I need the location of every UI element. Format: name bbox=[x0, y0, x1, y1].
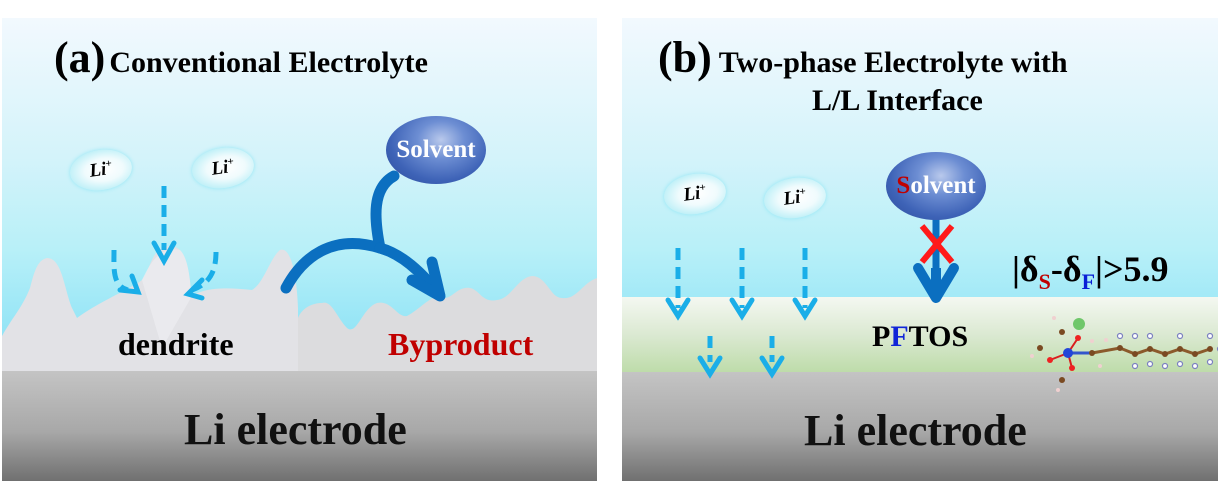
panel-b-title-line1: Two-phase Electrolyte with bbox=[718, 46, 1068, 79]
pftos-f: F bbox=[890, 320, 909, 353]
solvent-initial: S bbox=[896, 172, 911, 199]
panel-a-graphics bbox=[2, 170, 597, 371]
li-arrowheads bbox=[117, 240, 205, 301]
pftos-label: PFTOS bbox=[872, 320, 968, 354]
li-charge: + bbox=[798, 185, 807, 199]
panel-a-title-text: Conventional Electrolyte bbox=[109, 46, 428, 79]
electrode-label: Li electrode bbox=[804, 406, 1027, 455]
pftos-p: P bbox=[872, 320, 891, 353]
byproduct-shape bbox=[298, 276, 597, 371]
formula-sub-s: S bbox=[1038, 269, 1051, 295]
formula-open: |δ bbox=[1012, 249, 1039, 289]
pftos-molecule-icon bbox=[1030, 316, 1218, 392]
solubility-parameter-formula: |δS-δF|>5.9 bbox=[1012, 248, 1168, 295]
li-charge: + bbox=[698, 181, 707, 195]
arrowhead-right bbox=[183, 277, 205, 301]
arrowhead bbox=[792, 297, 818, 321]
dendrite-label: dendrite bbox=[118, 326, 234, 362]
dendrite-highlight bbox=[142, 249, 192, 348]
li-electrode bbox=[622, 372, 1218, 481]
panel-a-label: (a) bbox=[54, 33, 106, 82]
formula-close: |>5.9 bbox=[1095, 249, 1169, 289]
formula-sub-f: F bbox=[1081, 269, 1096, 295]
panel-b-graphics bbox=[665, 214, 1218, 392]
panel-b-title: (b) Two-phase Electrolyte with bbox=[658, 32, 1068, 83]
li-ion-paths bbox=[675, 248, 808, 362]
li-path-left bbox=[111, 249, 129, 293]
dendrite-shape bbox=[2, 246, 298, 371]
li-electrode bbox=[2, 371, 597, 481]
solvent-label: Solvent bbox=[396, 136, 476, 163]
panel-b-title-line2: L/L Interface bbox=[812, 84, 983, 117]
blocked-cross-icon bbox=[919, 224, 955, 264]
panel-a-title: (a) Conventional Electrolyte bbox=[54, 32, 428, 83]
solvent-molecule: Solvent bbox=[386, 116, 486, 184]
arrowhead-center bbox=[151, 240, 177, 267]
panel-a-conventional: (a) Conventional Electrolyte Li+ Li+ Sol… bbox=[2, 18, 597, 481]
li-arrowheads bbox=[665, 297, 818, 379]
arrowhead bbox=[729, 297, 755, 321]
solvent-arrowhead bbox=[406, 256, 446, 302]
solvent-molecule: Solvent bbox=[886, 152, 986, 220]
arrowhead bbox=[665, 297, 691, 321]
li-charge: + bbox=[226, 155, 235, 169]
panel-b-label: (b) bbox=[658, 33, 712, 82]
byproduct-label: Byproduct bbox=[388, 326, 534, 362]
li-charge: + bbox=[104, 157, 113, 171]
arrowhead-left bbox=[117, 273, 142, 295]
panel-b-two-phase: (b) Two-phase Electrolyte with L/L Inter… bbox=[622, 18, 1218, 481]
pftos-rest: TOS bbox=[908, 320, 969, 353]
arrowhead bbox=[759, 355, 785, 379]
formula-mid: -δ bbox=[1050, 249, 1082, 289]
solvent-path bbox=[280, 170, 400, 294]
arrowhead bbox=[697, 355, 723, 379]
solvent-label-rest: olvent bbox=[910, 172, 976, 199]
electrode-label: Li electrode bbox=[184, 405, 407, 454]
